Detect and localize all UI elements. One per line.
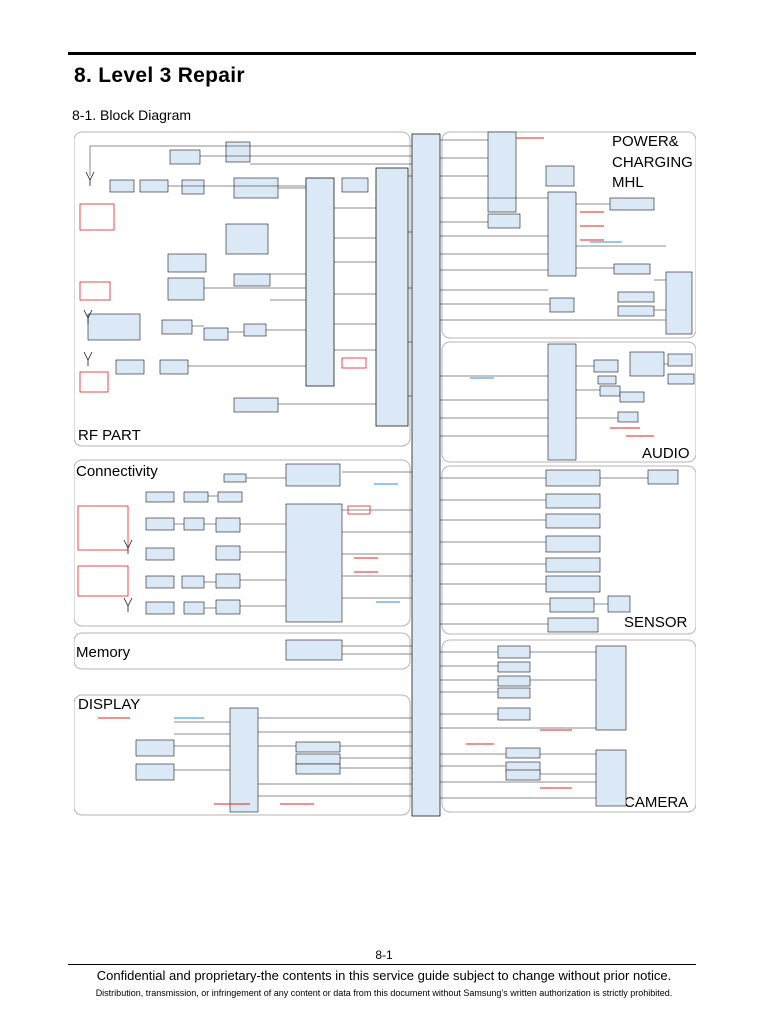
rf-blocks — [87, 141, 369, 413]
camera-blocks — [497, 645, 627, 807]
connectivity-panel: Connectivity — [74, 459, 411, 627]
footer-notice: Confidential and proprietary-the content… — [96, 968, 672, 983]
audio-label: AUDIO — [642, 445, 690, 462]
display-blocks — [135, 707, 341, 813]
section-title: 8-1. Block Diagram — [72, 107, 192, 123]
sensor-panel: SENSOR — [441, 465, 696, 635]
top-rule — [68, 52, 696, 55]
footer-legal: Distribution, transmission, or infringem… — [95, 988, 673, 998]
sensor-blocks — [545, 469, 679, 633]
red-notes — [77, 203, 371, 597]
cp-block — [375, 167, 409, 427]
transceiver-block — [305, 177, 335, 387]
memory-panel: Memory — [74, 632, 411, 670]
power-blocks — [487, 131, 693, 335]
red-signal-lines — [98, 137, 654, 805]
power-panel: POWER& CHARGING MHL — [441, 131, 696, 339]
bottom-rule — [68, 964, 696, 965]
audio-blocks — [547, 343, 695, 461]
rf-panel: RF PART — [74, 131, 411, 447]
block-diagram: RF PART POWER& CHARGING MHL AUDIO Connec… — [74, 131, 696, 817]
display-panel: DISPLAY — [74, 694, 411, 816]
display-label: DISPLAY — [78, 696, 140, 713]
rf-part-label: RF PART — [78, 427, 141, 444]
camera-panel: CAMERA — [441, 639, 696, 813]
power-label-line3: MHL — [612, 174, 644, 191]
camera-label: CAMERA — [624, 794, 688, 811]
memory-chip — [285, 639, 343, 661]
connectivity-label: Connectivity — [76, 463, 158, 480]
connectivity-blocks — [145, 463, 343, 623]
audio-panel: AUDIO — [441, 341, 696, 463]
power-label-line1: POWER& — [612, 133, 679, 150]
memory-label: Memory — [76, 644, 131, 661]
blue-signal-lines — [174, 241, 622, 719]
chapter-title: 8. Level 3 Repair — [74, 64, 245, 87]
signal-lines — [89, 139, 668, 799]
antenna-icon — [83, 171, 133, 612]
power-label-line2: CHARGING — [612, 154, 693, 171]
sensor-label: SENSOR — [624, 614, 688, 631]
page-number: 8-1 — [375, 948, 393, 962]
ap-block — [411, 133, 441, 817]
